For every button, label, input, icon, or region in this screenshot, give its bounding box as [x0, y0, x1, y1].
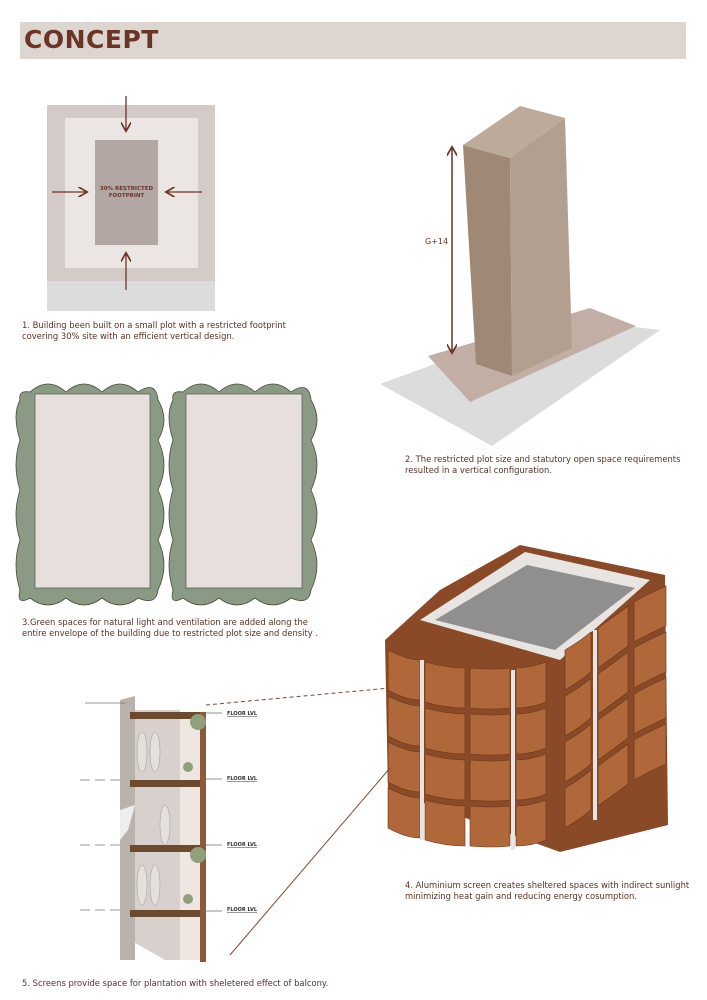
callout-line	[229, 767, 391, 956]
floor-level-label: FLOOR LVL	[227, 842, 258, 848]
caption-4: 4. Aluminium screen creates sheltered sp…	[405, 880, 690, 901]
restricted-footprint	[95, 140, 158, 245]
header-bar: CONCEPT	[20, 22, 686, 59]
footprint-label: FOOTPRINT	[109, 193, 145, 199]
compress-arrows	[52, 96, 202, 290]
floor-level-label: FLOOR LVL	[227, 711, 258, 717]
balcony-section-diagram: FLOOR LVL FLOOR LVL FLOOR LVL FLOOR LVL	[80, 687, 391, 962]
caption-1: 1. Building been built on a small plot w…	[22, 320, 286, 341]
aluminium-screen-building	[385, 545, 668, 852]
green-envelope-diagram	[15, 383, 318, 606]
human-figures	[136, 731, 171, 906]
floor-level-label: FLOOR LVL	[227, 776, 258, 782]
floor-level-label: FLOOR LVL	[227, 907, 258, 913]
height-label: G+14	[425, 237, 448, 246]
caption-2: 2. The restricted plot size and statutor…	[405, 454, 681, 475]
caption-3: 3.Green spaces for natural light and ven…	[22, 617, 319, 638]
callout-line	[205, 687, 391, 706]
site-plan-diagram: 30% RESTRICTED FOOTPRINT	[47, 96, 215, 311]
plants	[183, 714, 206, 904]
caption-5: 5. Screens provide space for plantation …	[22, 978, 329, 988]
footprint-label: 30% RESTRICTED	[100, 186, 154, 192]
page-title: CONCEPT	[24, 25, 159, 54]
vertical-tower-diagram: G+14	[380, 106, 660, 446]
